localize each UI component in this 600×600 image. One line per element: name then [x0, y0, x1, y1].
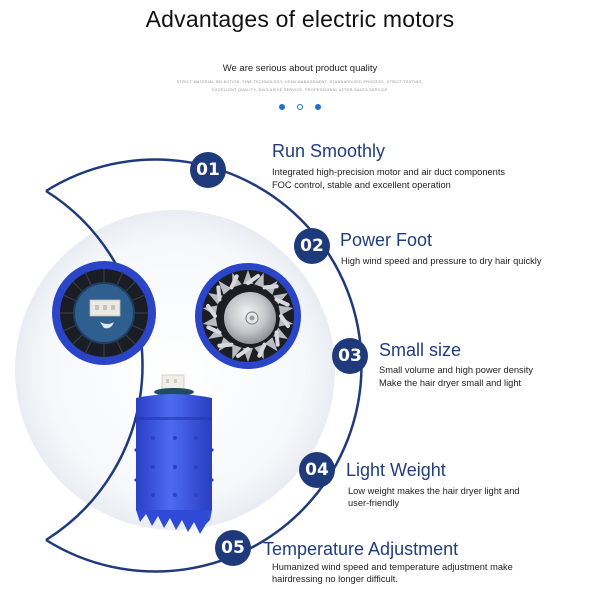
feature-badge-05: 05	[215, 530, 251, 566]
motor-cylinder-image	[134, 374, 214, 534]
feature-desc-light-weight-line-1: Low weight makes the hair dryer light an…	[348, 486, 520, 496]
feature-desc-small-size-line-2: Make the hair dryer small and light	[379, 378, 522, 388]
feature-title-light-weight: Light Weight	[346, 460, 446, 480]
pager-dots	[279, 103, 321, 111]
feature-desc-run-smoothly-line-2: FOC control, stable and excellent operat…	[272, 180, 451, 190]
feature-title-power-foot: Power Foot	[340, 230, 433, 250]
page-subtitle: We are serious about product quality	[222, 63, 378, 74]
feature-badge-01: 01	[190, 152, 226, 188]
feature-badge-04: 04	[299, 452, 335, 488]
pager-dot-2[interactable]	[297, 104, 303, 110]
feature-badge-03: 03	[332, 338, 368, 374]
feature-desc-run-smoothly-line-1: Integrated high-precision motor and air …	[272, 167, 506, 177]
feature-desc-light-weight-line-2: user-friendly	[348, 498, 400, 508]
feature-title-temperature-adjustment: Temperature Adjustment	[263, 539, 459, 559]
feature-badge-02: 02	[294, 228, 330, 264]
pager-dot-3[interactable]	[315, 104, 321, 110]
page-title: Advantages of electric motors	[145, 6, 455, 32]
feature-title-run-smoothly: Run Smoothly	[272, 141, 386, 161]
feature-desc-small-size-line-1: Small volume and high power density	[379, 365, 533, 375]
pager-dot-1[interactable]	[279, 104, 285, 110]
fine-print-line-2: EXCELLENT QUALITY, EXCLUSIVE SERVICE, PR…	[212, 88, 388, 92]
fine-print-line-1: STRICT MATERIAL SELECTION, FINE TECHNOLO…	[176, 80, 424, 84]
timeline-arc	[45, 189, 144, 542]
motor-fan-image	[195, 263, 301, 369]
feature-desc-temperature-adjustment-line-1: Humanized wind speed and temperature adj…	[272, 562, 513, 572]
feature-desc-temperature-adjustment-line-2: hairdressing no longer difficult.	[272, 574, 398, 584]
motor-back-image	[52, 261, 156, 365]
feature-desc-power-foot: High wind speed and pressure to dry hair…	[341, 256, 542, 266]
feature-title-small-size: Small size	[379, 340, 462, 360]
